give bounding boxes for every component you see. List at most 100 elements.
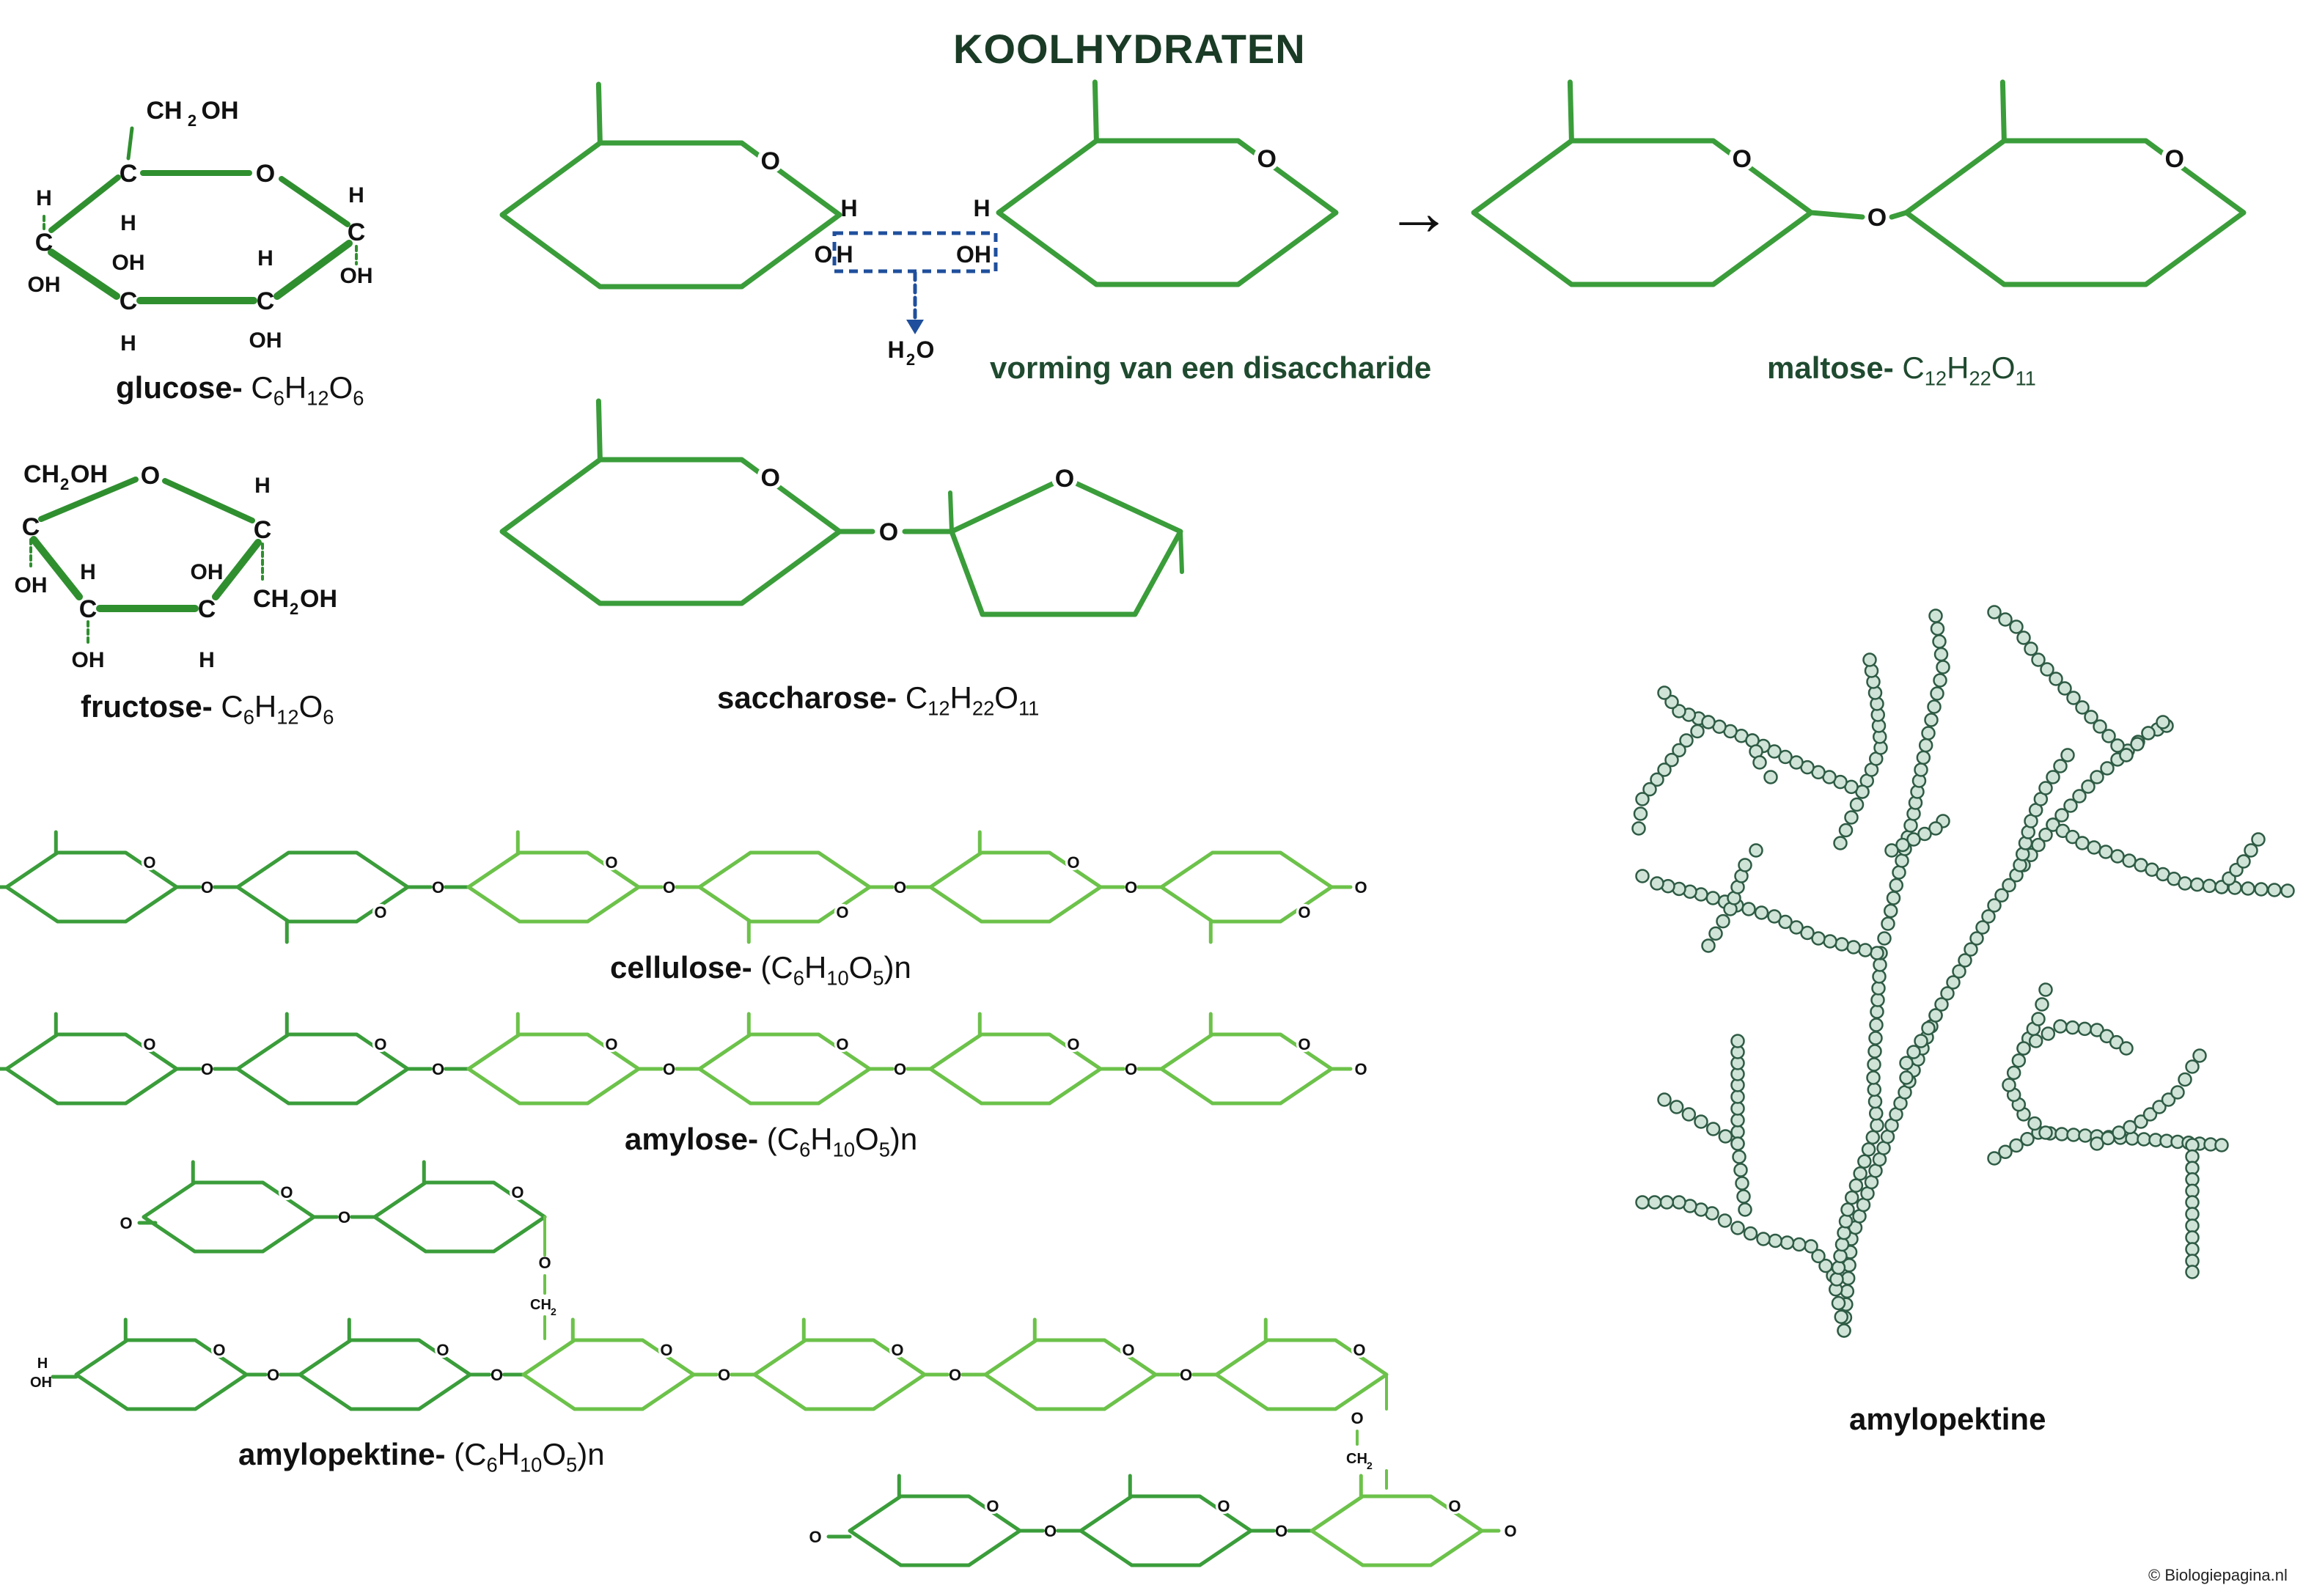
bead-86 bbox=[1840, 1202, 1855, 1217]
amylopektine-main-chain-unit-4-o: O bbox=[891, 1341, 903, 1359]
cellulose-chain-link-2-o: O bbox=[432, 878, 444, 897]
bead-366 bbox=[2152, 1100, 2167, 1114]
fructose-formula: C6H12O6 bbox=[221, 689, 334, 729]
bead-351 bbox=[2028, 1034, 2043, 1048]
bead-349 bbox=[2038, 982, 2053, 997]
cellulose-chain-unit-5-o: O bbox=[1067, 853, 1079, 872]
bead-372 bbox=[1928, 1008, 1943, 1023]
bead-200 bbox=[1642, 782, 1657, 797]
amylopektine-main-chain-unit-5-o-gap bbox=[1120, 1342, 1136, 1358]
saccharose-formula: C12H22O11 bbox=[905, 680, 1040, 720]
bead-141 bbox=[1800, 925, 1815, 941]
amylopektine-end-h: H bbox=[37, 1356, 48, 1372]
bead-78 bbox=[1647, 1195, 1662, 1210]
fructose-c2: C bbox=[22, 513, 40, 541]
amylopektine-bottom-branch-unit-1: O bbox=[848, 1474, 1022, 1567]
bead-146 bbox=[1741, 902, 1756, 916]
bead-91 bbox=[1861, 1142, 1876, 1157]
cellulose-name: cellulose bbox=[610, 950, 742, 985]
fructose-c2-oh: OH bbox=[15, 573, 48, 597]
bead-71 bbox=[1730, 1221, 1745, 1235]
amylopektine-main-chain-link-2-o: O bbox=[491, 1366, 503, 1384]
bead-369 bbox=[2178, 1072, 2192, 1087]
bead-365 bbox=[2142, 1107, 2158, 1122]
bead-260 bbox=[1998, 612, 2013, 627]
glucose-c1: C bbox=[348, 218, 366, 246]
saccharose-dash: - bbox=[886, 680, 906, 715]
bead-298 bbox=[1705, 1122, 1721, 1136]
disacch-left-ring-o: O bbox=[760, 147, 779, 175]
bead-123 bbox=[1916, 750, 1931, 765]
amylopektine-bottom-branch-unit-1-o: O bbox=[986, 1497, 999, 1515]
bead-64 bbox=[1811, 1249, 1826, 1264]
glucose-c4: C bbox=[35, 229, 54, 257]
bead-282 bbox=[1736, 1189, 1751, 1204]
maltose-ring-2-outline bbox=[1903, 138, 2247, 287]
bead-84 bbox=[1837, 1225, 1851, 1240]
cellulose-chain-unit-1-o-gap bbox=[141, 854, 158, 871]
bead-199 bbox=[1650, 772, 1664, 787]
copyright-text: © Biologiepagina.nl bbox=[2148, 1566, 2288, 1584]
bead-44 bbox=[2038, 828, 2053, 842]
cellulose-chain-unit-4-o-gap bbox=[834, 903, 851, 920]
bead-31 bbox=[1952, 964, 1966, 979]
bead-253 bbox=[2057, 681, 2072, 696]
disacch-water-o: O bbox=[917, 337, 935, 363]
bead-331 bbox=[2185, 1218, 2200, 1233]
glucose-c1-h: H bbox=[348, 183, 364, 207]
amylose-chain-link-2-o: O bbox=[432, 1060, 444, 1078]
cellulose-n: n bbox=[894, 950, 911, 985]
glucose-ch2oh-ch: CH bbox=[146, 97, 182, 125]
bead-362 bbox=[2112, 1125, 2126, 1140]
bead-238 bbox=[2267, 883, 2282, 897]
bead-97 bbox=[1866, 1070, 1881, 1085]
cellulose-chain-unit-2-o-gap bbox=[372, 903, 389, 920]
glucose-c4-oh: OH bbox=[28, 273, 61, 297]
bead-224 bbox=[2098, 845, 2113, 859]
saccharose-glucose-ring-stub bbox=[595, 398, 603, 463]
bead-130 bbox=[1936, 660, 1950, 674]
bead-113 bbox=[1892, 865, 1906, 880]
bead-83 bbox=[1834, 1237, 1850, 1252]
bead-194 bbox=[1690, 724, 1705, 739]
amylopektine-top-branch-unit-2-o: O bbox=[511, 1183, 524, 1202]
glucose-c4-h: H bbox=[36, 186, 52, 210]
disacch-water-h: H bbox=[887, 337, 904, 363]
amylopektine-bottom-branch-unit-1-o-gap bbox=[984, 1498, 1001, 1515]
fructose-c4-h: H bbox=[199, 648, 215, 672]
amylopektine-main-chain-unit-1-o: O bbox=[213, 1341, 225, 1359]
bead-255 bbox=[2040, 662, 2054, 677]
bead-155 bbox=[1635, 869, 1650, 883]
glucose-c2-oh: OH bbox=[249, 328, 282, 353]
bead-262 bbox=[2119, 748, 2134, 762]
bead-135 bbox=[1870, 946, 1884, 960]
amylopektine-top-branch-unit-2: O bbox=[372, 1160, 547, 1254]
fructose-ch2oh6-oh: OH bbox=[300, 585, 337, 613]
bead-49 bbox=[2081, 779, 2096, 794]
glucose-formula: C6H12O6 bbox=[251, 370, 364, 410]
bead-377 bbox=[1899, 1070, 1914, 1085]
bead-216 bbox=[2046, 770, 2060, 784]
bead-250 bbox=[2084, 710, 2098, 724]
glucose-ch2oh-bond bbox=[126, 126, 134, 161]
bead-193 bbox=[1701, 715, 1716, 729]
bead-353 bbox=[2053, 1019, 2068, 1034]
amylose-chain-link-1-o: O bbox=[201, 1060, 213, 1078]
maltose-ring-2: O bbox=[1903, 79, 2247, 287]
maltose-ring-1-outline bbox=[1471, 138, 1814, 287]
bead-34 bbox=[1969, 931, 1984, 946]
saccharose-glucose-ring-o-gap bbox=[757, 463, 784, 490]
bead-70 bbox=[1743, 1226, 1758, 1241]
bead-111 bbox=[1886, 891, 1901, 905]
amylopektine-tree-name: amylopektine bbox=[1849, 1402, 2046, 1436]
maltose-link-o: O bbox=[1867, 204, 1887, 232]
bead-245 bbox=[2251, 832, 2266, 847]
bead-29 bbox=[1940, 986, 1955, 1001]
bead-101 bbox=[1869, 1018, 1884, 1032]
bead-297 bbox=[1718, 1129, 1733, 1144]
fructose-c4: C bbox=[198, 595, 216, 623]
glucose-c5-h: H bbox=[120, 211, 136, 235]
bead-3 bbox=[1840, 1284, 1855, 1299]
glucose-bond-c4-c5 bbox=[48, 174, 121, 233]
bead-274 bbox=[1716, 913, 1730, 929]
